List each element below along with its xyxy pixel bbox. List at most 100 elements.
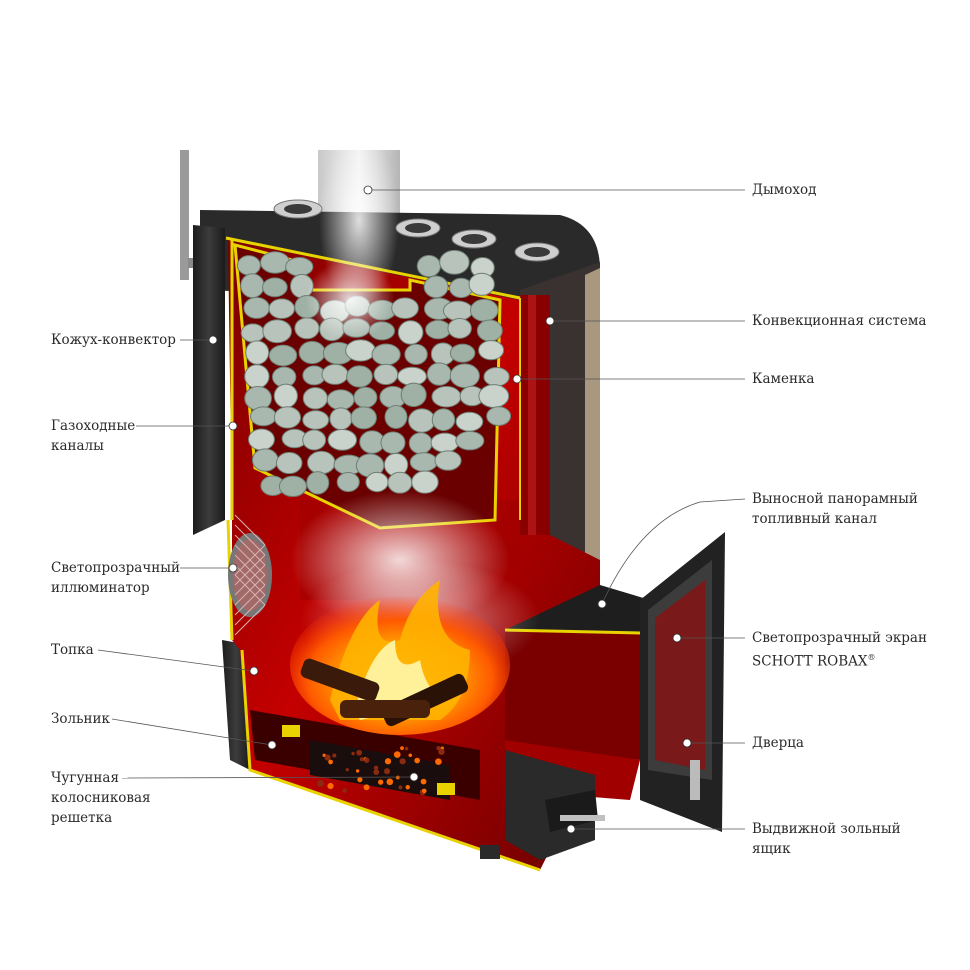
label-line: Дымоход xyxy=(752,182,817,198)
stone xyxy=(260,251,291,274)
label-line: каналы xyxy=(51,438,104,454)
stone xyxy=(384,404,408,430)
stone xyxy=(302,386,328,410)
ember xyxy=(345,768,349,772)
stone xyxy=(278,475,307,498)
stone xyxy=(268,344,298,367)
label-line: решетка xyxy=(51,810,113,826)
stone xyxy=(244,385,272,411)
stone xyxy=(404,343,428,365)
stone xyxy=(373,363,399,386)
stone xyxy=(442,300,474,322)
callout-dot xyxy=(249,666,259,676)
ember xyxy=(436,745,441,751)
stone xyxy=(486,406,512,426)
ember xyxy=(404,746,409,751)
stone xyxy=(447,317,472,339)
stone xyxy=(326,389,355,411)
stone xyxy=(400,382,427,408)
stone xyxy=(321,363,349,385)
stone xyxy=(408,432,433,455)
stone xyxy=(416,254,442,278)
stone xyxy=(336,471,360,493)
ember xyxy=(363,784,370,791)
stone xyxy=(478,340,505,361)
stone xyxy=(425,319,452,340)
label-reshetka: Чугунная колосниковая решетка xyxy=(51,768,151,828)
stone xyxy=(350,406,377,430)
ember xyxy=(420,778,427,785)
stone xyxy=(430,432,460,453)
stone xyxy=(408,408,436,433)
stone xyxy=(273,383,298,409)
label-gazohodnye-kanaly: Газоходные каналы xyxy=(51,416,135,456)
label-line: колосниковая xyxy=(51,790,151,806)
stove-door xyxy=(640,532,725,832)
stone xyxy=(302,429,327,451)
mesh-line xyxy=(234,604,266,636)
stone xyxy=(244,364,270,389)
stone xyxy=(439,249,470,275)
label-line: Светопрозрачный xyxy=(51,560,181,576)
label-dymohod: Дымоход xyxy=(752,180,816,200)
stone xyxy=(478,384,510,409)
label-zolnik: Зольник xyxy=(51,709,110,729)
label-topka: Топка xyxy=(51,640,94,660)
ember xyxy=(327,782,334,790)
label-line: Газоходные xyxy=(51,418,136,434)
stone xyxy=(353,386,378,409)
callout-dot xyxy=(597,599,607,609)
callout-dot xyxy=(208,335,218,345)
label-line: SCHOTT ROBAX® xyxy=(752,648,927,672)
label-line: Топка xyxy=(51,642,94,658)
callout-dot xyxy=(672,633,682,643)
stone xyxy=(240,273,265,299)
ember xyxy=(399,758,406,765)
registered-mark: ® xyxy=(867,653,876,662)
ember xyxy=(364,757,370,763)
label-line: Кожух-конвектор xyxy=(51,332,176,348)
ember xyxy=(414,757,420,764)
stone xyxy=(236,255,261,276)
ember xyxy=(332,753,337,758)
ember xyxy=(359,757,364,762)
label-line: Каменка xyxy=(752,371,815,387)
fire xyxy=(290,580,510,735)
ember xyxy=(357,777,363,783)
stone xyxy=(245,340,270,365)
ember xyxy=(408,753,413,757)
label-line: топливный канал xyxy=(752,511,877,527)
stone xyxy=(449,343,476,363)
label-illuminator: Светопрозрачный иллюминатор xyxy=(51,558,180,598)
stone xyxy=(365,471,389,493)
top-holes xyxy=(273,199,560,262)
label-line: Дверца xyxy=(752,735,804,751)
ember xyxy=(342,788,347,793)
label-dverca: Дверца xyxy=(752,733,804,753)
stone xyxy=(449,363,480,389)
ember xyxy=(395,775,400,780)
label-svetoprozrachnyi-ekran: Светопрозрачный экран SCHOTT ROBAX® xyxy=(752,628,927,672)
ember xyxy=(328,759,333,765)
label-kozhuh-konvektor: Кожух-конвектор xyxy=(51,330,176,350)
label-line: Светопрозрачный экран xyxy=(752,630,927,646)
stone xyxy=(306,450,336,475)
stone xyxy=(426,362,452,386)
label-toplivnyi-kanal: Выносной панорамный топливный канал xyxy=(752,489,918,529)
ember xyxy=(324,754,331,761)
stone xyxy=(327,428,358,451)
leader-line xyxy=(97,649,255,672)
stone xyxy=(391,297,419,319)
stone xyxy=(262,277,288,298)
callout-leaders xyxy=(97,185,746,834)
ember xyxy=(421,788,427,794)
ember xyxy=(384,768,391,775)
ember xyxy=(373,769,380,775)
stone xyxy=(468,272,495,296)
callout-dot xyxy=(228,421,238,431)
leader-line xyxy=(601,498,746,605)
stone xyxy=(371,343,401,366)
mesh-line xyxy=(234,574,266,606)
ember xyxy=(351,751,355,756)
stone xyxy=(251,448,279,472)
